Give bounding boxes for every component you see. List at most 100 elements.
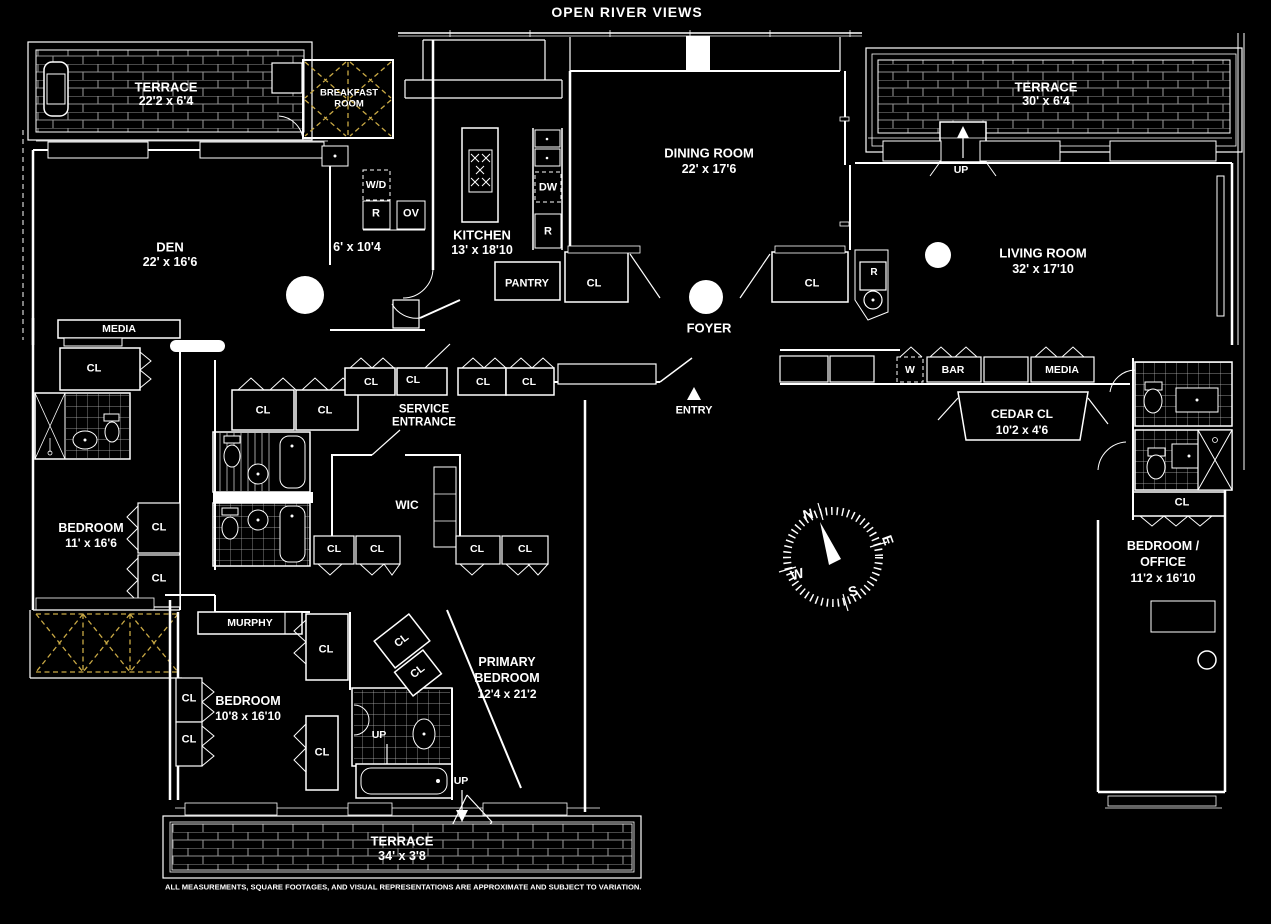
north-window-wall bbox=[398, 30, 862, 99]
terrace-south-dims: 34' x 3'8 bbox=[378, 848, 426, 863]
cabinet bbox=[534, 129, 561, 148]
closet bbox=[355, 535, 401, 565]
up-label: UP bbox=[453, 774, 469, 787]
media-label: MEDIA bbox=[1045, 363, 1079, 376]
bedroom-office-name2: OFFICE bbox=[1140, 554, 1186, 569]
refrigerator-label: R bbox=[544, 225, 552, 238]
washer-dryer-icon bbox=[362, 169, 391, 201]
hall-closets bbox=[313, 535, 549, 576]
door-arc bbox=[391, 303, 421, 319]
column bbox=[925, 242, 951, 268]
closet bbox=[455, 535, 501, 565]
up-arrow-icon bbox=[957, 126, 969, 138]
closet-right-wing bbox=[1132, 491, 1226, 527]
closet-label: CL bbox=[327, 542, 341, 555]
closet bbox=[137, 502, 181, 554]
closet bbox=[231, 389, 295, 431]
hall-closet bbox=[557, 363, 657, 385]
oven-label: OV bbox=[403, 207, 419, 220]
toilet-icon bbox=[104, 421, 120, 443]
terrace-ne-name: TERRACE bbox=[1014, 79, 1078, 95]
bedroom-west bbox=[31, 318, 181, 611]
terrace-nw-name: TERRACE bbox=[134, 79, 198, 95]
bathtub-icon bbox=[279, 505, 306, 563]
primary-bathroom bbox=[351, 687, 453, 800]
living-room-name: LIVING ROOM bbox=[999, 245, 1087, 261]
closet bbox=[501, 535, 549, 565]
primary-bedroom-name: PRIMARY bbox=[478, 654, 536, 669]
closet bbox=[175, 721, 203, 767]
column bbox=[286, 276, 324, 314]
bar-cabinet bbox=[926, 356, 982, 383]
closet bbox=[295, 389, 359, 431]
compass-needle-icon bbox=[820, 522, 841, 565]
cedar-closet-name: CEDAR CL bbox=[991, 407, 1053, 421]
toilet-icon bbox=[1146, 454, 1166, 480]
dishwasher-label: DW bbox=[538, 181, 558, 194]
wine-cooler-icon bbox=[896, 356, 924, 383]
closet-label: CL bbox=[470, 542, 484, 555]
refrigerator-icon bbox=[362, 200, 391, 230]
closet-label: CL bbox=[151, 572, 167, 585]
stove-icon bbox=[468, 149, 493, 193]
kitchen-dims: 13' x 18'10 bbox=[451, 242, 513, 257]
door-arc bbox=[402, 267, 434, 299]
den-name: DEN bbox=[156, 239, 184, 255]
up-label: UP bbox=[371, 728, 387, 741]
bar-media-wall bbox=[780, 346, 1130, 385]
up-label: UP bbox=[953, 163, 969, 176]
closet bbox=[393, 649, 443, 697]
wall bbox=[213, 492, 313, 503]
closet-label: CL bbox=[522, 375, 536, 388]
closet bbox=[305, 715, 339, 791]
dining-room bbox=[564, 71, 889, 321]
closet-label: CL bbox=[1174, 496, 1190, 509]
door-arc bbox=[1109, 369, 1136, 393]
closet-label: CL bbox=[317, 404, 333, 417]
toilet-icon bbox=[221, 516, 239, 540]
window-ledge bbox=[1216, 175, 1225, 317]
refrigerator-label: R bbox=[372, 207, 380, 220]
bedroom-south-name: BEDROOM bbox=[215, 693, 281, 708]
toilet-icon bbox=[223, 444, 241, 468]
closet-label: CL bbox=[318, 643, 334, 656]
terrace-south bbox=[162, 815, 642, 879]
living-room-dims: 32' x 17'10 bbox=[1012, 261, 1074, 276]
wine-label: W bbox=[905, 363, 915, 376]
walk-in-closet bbox=[331, 429, 461, 548]
cedar-closet bbox=[937, 391, 1109, 441]
bedroom-office-name: BEDROOM / bbox=[1126, 538, 1200, 553]
closet-left bbox=[59, 347, 152, 391]
dining-room-dims: 22' x 17'6 bbox=[681, 161, 737, 176]
bathroom-center-top bbox=[212, 431, 311, 493]
terrace-nw-dims: 22'2 x 6'4 bbox=[138, 93, 194, 108]
breakfast-room-name: BREAKFAST bbox=[319, 87, 379, 99]
cabinet bbox=[983, 356, 1029, 383]
bathtub-icon bbox=[355, 763, 453, 799]
terrace-ne-dims: 30' x 6'4 bbox=[1022, 93, 1070, 108]
entry-label: ENTRY bbox=[675, 404, 713, 417]
closet-label: CL bbox=[518, 542, 532, 555]
column-gap bbox=[686, 36, 710, 70]
door-arc bbox=[278, 115, 304, 141]
wic-label: WIC bbox=[395, 498, 419, 512]
closet bbox=[505, 367, 555, 396]
living-room bbox=[780, 33, 1245, 470]
breakfast-room bbox=[278, 59, 394, 141]
closet-label: CL bbox=[476, 375, 490, 388]
closet-label: CL bbox=[151, 521, 167, 534]
pantry-label: PANTRY bbox=[505, 277, 549, 290]
primary-bedroom bbox=[373, 400, 587, 840]
column bbox=[689, 280, 723, 314]
half-wall bbox=[170, 340, 225, 352]
refrigerator-icon bbox=[859, 261, 887, 291]
closet-label: CL bbox=[86, 362, 102, 375]
media-label: MEDIA bbox=[102, 322, 136, 335]
service-entrance bbox=[214, 343, 555, 570]
closet-label: CL bbox=[406, 373, 420, 386]
desk bbox=[1150, 600, 1216, 633]
closet bbox=[396, 367, 448, 396]
wet-bar bbox=[854, 249, 889, 321]
